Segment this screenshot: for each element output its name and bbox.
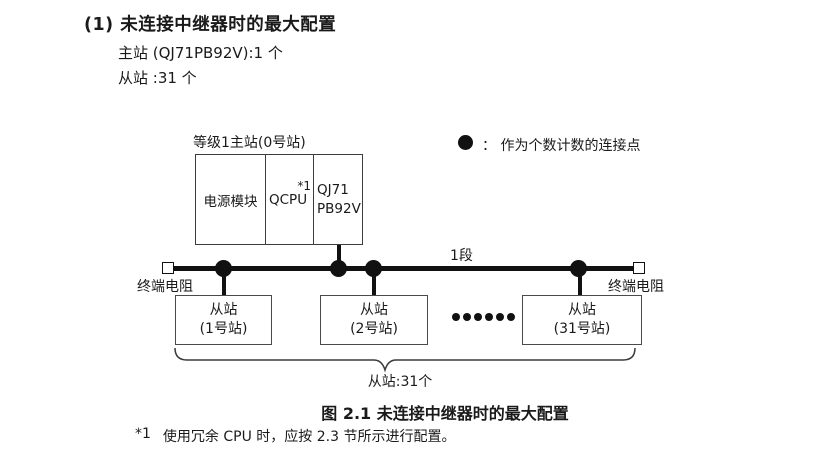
slave1-title: 从站 <box>209 302 238 319</box>
network-module-line2: PB92V <box>317 200 361 217</box>
slave31-drop-line <box>578 271 582 295</box>
master-drop-line <box>337 245 341 266</box>
legend-text: ： 作为个数计数的连接点 <box>482 138 641 154</box>
connection-dot-slave1 <box>215 260 232 277</box>
slave-station-box-1: 从站 (1号站) <box>175 295 272 345</box>
master-station-label: 等级1主站(0号站) <box>193 135 306 151</box>
network-module-line1: QJ71 <box>317 182 349 199</box>
section-heading: (1) 未连接中继器时的最大配置 <box>84 15 337 35</box>
figure-caption: 图 2.1 未连接中继器时的最大配置 <box>321 404 569 423</box>
brace-label: 从站:31个 <box>367 374 433 390</box>
cpu-cell: QCPU *1 <box>266 155 314 244</box>
connection-dot-master <box>330 260 347 277</box>
network-module-cell: QJ71 PB92V <box>314 155 362 244</box>
footnote: *1 使用冗余 CPU 时，应按 2.3 节所示进行配置。 <box>135 426 455 446</box>
connection-dot-slave31 <box>570 260 587 277</box>
master-station-box: 电源模块 QCPU *1 QJ71 PB92V <box>195 154 363 245</box>
power-module-cell: 电源模块 <box>196 155 266 244</box>
footnote-text: 使用冗余 CPU 时，应按 2.3 节所示进行配置。 <box>162 429 456 445</box>
slave1-drop-line <box>222 271 226 295</box>
slave2-drop-line <box>372 271 376 295</box>
slave31-title: 从站 <box>568 302 596 319</box>
connection-point-icon <box>458 135 473 150</box>
slave2-title: 从站 <box>360 302 388 319</box>
left-terminator-icon <box>162 262 174 274</box>
master-count-line: 主站 (QJ71PB92V):1 个 <box>118 44 283 62</box>
slave-group-brace <box>174 347 636 373</box>
slave-count-line: 从站 :31 个 <box>118 69 197 87</box>
slave2-station: (2号站) <box>350 321 398 337</box>
slave-station-box-2: 从站 (2号站) <box>320 295 428 345</box>
cpu-label: QCPU <box>269 191 308 208</box>
right-terminator-icon <box>633 262 645 274</box>
left-terminator-label: 终端电阻 <box>137 279 193 295</box>
cpu-footnote-marker: *1 <box>297 179 311 193</box>
segment-label: 1段 <box>450 248 473 264</box>
slave31-station: (31号站) <box>553 321 611 337</box>
connection-dot-slave2 <box>365 260 382 277</box>
bus-line <box>172 266 637 271</box>
ellipsis-dots-icon <box>452 313 515 321</box>
slave-station-box-31: 从站 (31号站) <box>522 295 642 345</box>
right-terminator-label: 终端电阻 <box>608 279 664 295</box>
footnote-marker: *1 <box>135 426 151 442</box>
power-module-label: 电源模块 <box>203 193 258 210</box>
slave1-station: (1号站) <box>199 321 248 337</box>
